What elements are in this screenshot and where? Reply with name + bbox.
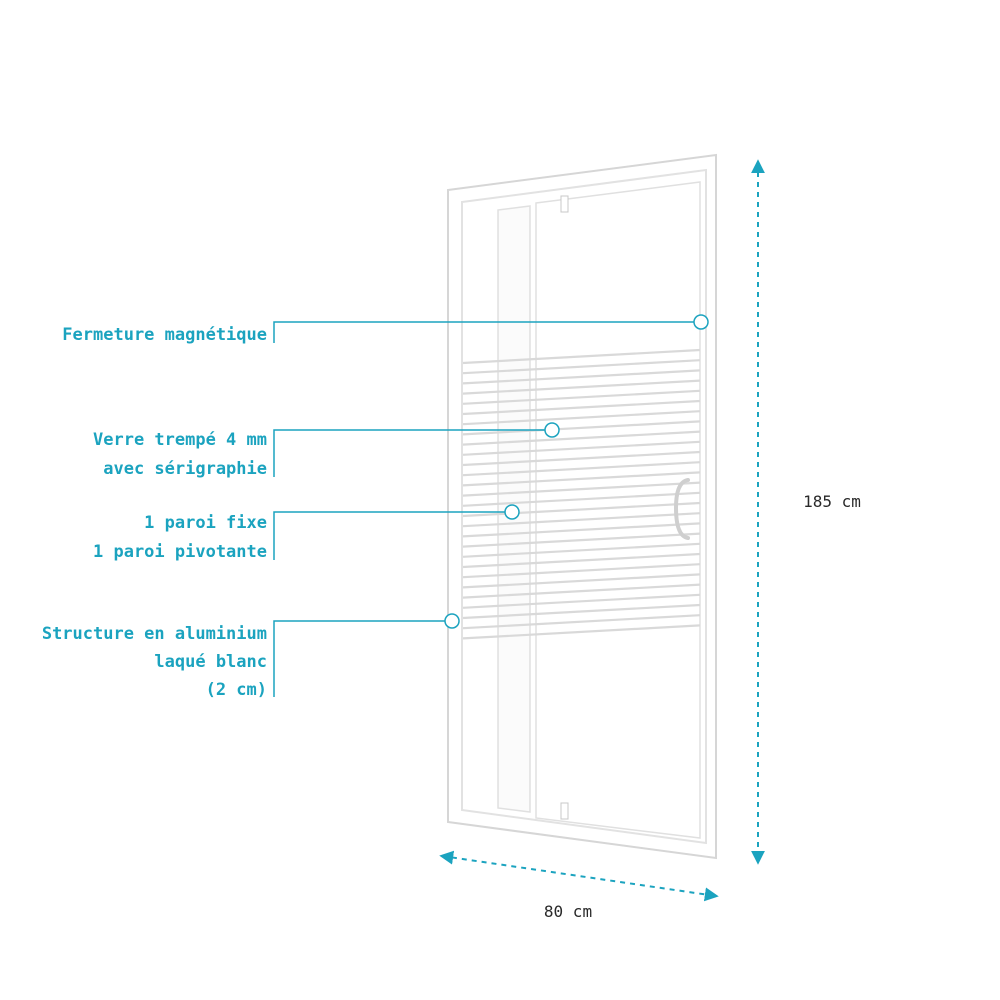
panels-marker xyxy=(504,504,520,520)
panels-label-line1: 1 paroi fixe xyxy=(144,513,267,533)
structure-marker xyxy=(444,613,460,629)
magnetic-closure-label: Fermeture magnétique xyxy=(62,325,267,345)
dimension-arrows xyxy=(439,159,765,902)
serigraphy-stripe xyxy=(462,542,701,558)
width-dimension-arrow xyxy=(439,850,719,902)
serigraphy-stripe xyxy=(462,389,701,405)
serigraphy-stripe xyxy=(462,379,701,395)
callout-lines xyxy=(273,314,709,697)
bottom-hinge xyxy=(560,802,569,820)
serigraphy-stripe xyxy=(462,450,701,467)
serigraphy-stripe xyxy=(462,359,701,375)
structure-label-line2: laqué blanc xyxy=(154,652,267,672)
serigraphy-stripe xyxy=(462,614,701,630)
serigraphy-stripe xyxy=(462,399,701,416)
glass-label-line2: avec sérigraphie xyxy=(103,459,267,479)
serigraphy-stripe xyxy=(462,420,701,436)
serigraphy-stripe xyxy=(462,593,701,609)
serigraphy-stripe xyxy=(462,348,701,365)
serigraphy-stripe xyxy=(462,552,701,569)
glass-leader xyxy=(273,429,551,477)
serigraphy-stripe xyxy=(462,603,701,620)
magnetic-closure-leader xyxy=(273,321,700,343)
panels-label-line2: 1 paroi pivotante xyxy=(93,542,267,562)
serigraphy-stripe xyxy=(462,491,701,507)
serigraphy-stripe xyxy=(462,369,701,385)
serigraphy-stripe xyxy=(462,583,701,599)
top-hinge xyxy=(560,195,569,213)
shower-door-illustration xyxy=(447,153,717,860)
serigraphy-stripe xyxy=(462,573,701,589)
panels-leader xyxy=(273,511,511,560)
serigraphy-stripe xyxy=(462,532,701,548)
magnetic-closure-marker xyxy=(693,314,709,330)
serigraphy-stripe xyxy=(462,624,701,640)
serigraphy-stripe xyxy=(462,512,701,528)
serigraphy-stripe xyxy=(462,440,701,456)
serigraphy-stripes xyxy=(462,348,701,640)
callout-labels: Fermeture magnétique Verre trempé 4 mm a… xyxy=(42,325,267,700)
width-dimension-label: 80 cm xyxy=(544,902,592,921)
glass-marker xyxy=(544,422,560,438)
structure-label-line3: (2 cm) xyxy=(206,680,267,700)
height-dimension-label: 185 cm xyxy=(803,492,861,511)
serigraphy-stripe xyxy=(462,522,701,538)
serigraphy-stripe xyxy=(462,563,701,579)
serigraphy-stripe xyxy=(462,461,701,477)
serigraphy-stripe xyxy=(462,471,701,487)
structure-label-line1: Structure en aluminium xyxy=(42,624,267,644)
glass-label-line1: Verre trempé 4 mm xyxy=(93,430,267,450)
serigraphy-stripe xyxy=(462,410,701,426)
serigraphy-stripe xyxy=(462,501,701,518)
structure-leader xyxy=(273,620,451,697)
door-handle xyxy=(673,478,690,540)
serigraphy-stripe xyxy=(462,481,701,497)
serigraphy-stripe xyxy=(462,430,701,446)
